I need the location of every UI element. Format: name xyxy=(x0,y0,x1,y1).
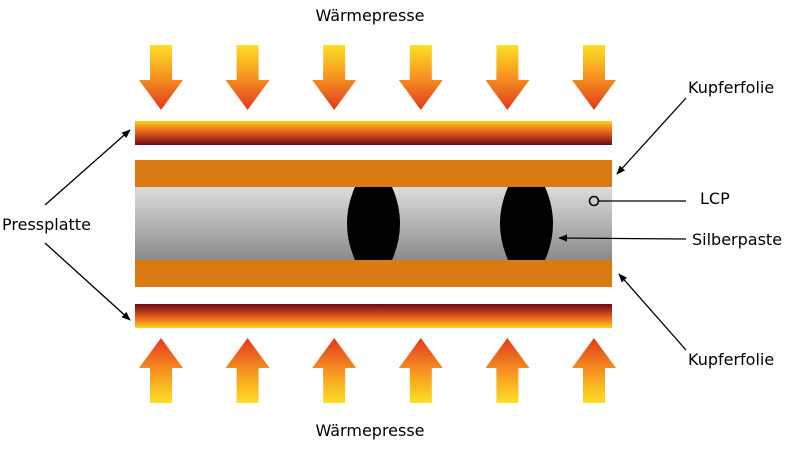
copper-foil-bottom-label: Kupferfolie xyxy=(688,350,775,369)
lcp-label: LCP xyxy=(700,189,730,208)
heat-arrow-down-icon xyxy=(485,45,530,110)
copper-foil-bottom xyxy=(135,260,612,287)
heat-arrow-up-icon xyxy=(225,338,270,403)
heat-arrow-down-icon xyxy=(139,45,183,110)
heat-arrow-down-icon xyxy=(398,45,443,110)
copper-foil-top-label: Kupferfolie xyxy=(688,78,775,97)
heat-arrows-top xyxy=(139,45,616,110)
silver-paste-leader-line xyxy=(558,234,687,242)
silver-paste-via-1 xyxy=(347,187,400,260)
heat-arrow-up-icon xyxy=(139,338,183,403)
heat-arrow-up-icon xyxy=(572,338,616,403)
silver-paste-label: Silberpaste xyxy=(692,230,783,249)
heat-press-top-label: Wärmepresse xyxy=(315,6,425,25)
heat-press-bottom-label: Wärmepresse xyxy=(315,421,425,440)
press-plate-bottom-leader xyxy=(44,242,131,321)
lcp-marker-icon xyxy=(588,195,600,207)
copper-foil-bottom-leader xyxy=(618,273,687,351)
press-plate-label: Pressplatte xyxy=(2,215,91,234)
heat-arrow-up-icon xyxy=(398,338,443,403)
heat-arrow-up-icon xyxy=(312,338,357,403)
heat-arrow-up-icon xyxy=(485,338,530,403)
press-plate-top-leader xyxy=(44,129,131,206)
heat-arrow-down-icon xyxy=(312,45,357,110)
copper-foil-top xyxy=(135,160,612,187)
heat-arrows-bottom xyxy=(139,338,616,403)
copper-foil-top-leader xyxy=(616,97,687,175)
silver-paste-via-2 xyxy=(500,187,553,260)
press-plate-bottom xyxy=(135,304,612,328)
press-plate-top xyxy=(135,121,612,145)
heat-arrow-down-icon xyxy=(572,45,616,110)
heat-arrow-down-icon xyxy=(225,45,270,110)
